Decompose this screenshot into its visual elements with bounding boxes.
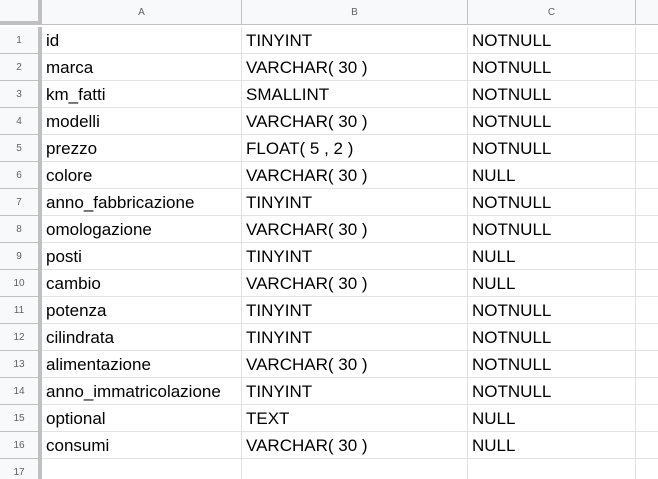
column-header-b[interactable]: B [242,0,468,25]
row-header[interactable]: 8 [0,216,42,243]
cell-filler[interactable] [636,351,658,378]
cell-column-b[interactable]: FLOAT( 5 , 2 ) [242,135,468,162]
cell-filler[interactable] [636,432,658,459]
select-all-corner[interactable] [0,0,42,25]
cell-column-c[interactable]: NULL [468,162,636,189]
row-header[interactable]: 6 [0,162,42,189]
cell-column-b[interactable]: VARCHAR( 30 ) [242,54,468,81]
row-header[interactable]: 17 [0,459,42,479]
cell-filler[interactable] [636,405,658,432]
cell-column-a[interactable]: marca [42,54,242,81]
cell-column-c[interactable]: NOTNULL [468,54,636,81]
cell-column-b[interactable]: TINYINT [242,378,468,405]
column-header-c[interactable]: C [468,0,636,25]
cell-filler[interactable] [636,27,658,54]
cell-column-b[interactable] [242,459,468,479]
cell-column-a[interactable]: posti [42,243,242,270]
cell-column-a[interactable]: anno_immatricolazione [42,378,242,405]
cell-column-a[interactable]: cilindrata [42,324,242,351]
cell-column-a[interactable]: colore [42,162,242,189]
cell-filler[interactable] [636,270,658,297]
cell-column-c[interactable]: NOTNULL [468,189,636,216]
cell-column-c[interactable]: NOTNULL [468,108,636,135]
cell-column-c[interactable]: NOTNULL [468,324,636,351]
row-header[interactable]: 15 [0,405,42,432]
cell-filler[interactable] [636,378,658,405]
cell-column-b[interactable]: TINYINT [242,297,468,324]
cell-column-b[interactable]: VARCHAR( 30 ) [242,270,468,297]
cell-column-a[interactable] [42,459,242,479]
cell-column-b[interactable]: TINYINT [242,189,468,216]
cell-column-a[interactable]: potenza [42,297,242,324]
cell-filler[interactable] [636,54,658,81]
cell-column-c[interactable]: NOTNULL [468,27,636,54]
cell-column-a[interactable]: prezzo [42,135,242,162]
cell-column-c[interactable]: NOTNULL [468,135,636,162]
cell-column-a[interactable]: id [42,27,242,54]
cell-column-a[interactable]: alimentazione [42,351,242,378]
row-header[interactable]: 5 [0,135,42,162]
cell-column-a[interactable]: omologazione [42,216,242,243]
cell-column-c[interactable] [468,459,636,479]
cell-column-c[interactable]: NULL [468,270,636,297]
cell-column-b[interactable]: VARCHAR( 30 ) [242,432,468,459]
cell-filler[interactable] [636,189,658,216]
cell-filler[interactable] [636,243,658,270]
cell-column-b[interactable]: TINYINT [242,324,468,351]
cell-column-b[interactable]: TEXT [242,405,468,432]
cell-filler[interactable] [636,135,658,162]
cell-column-b[interactable]: VARCHAR( 30 ) [242,216,468,243]
row-header[interactable]: 3 [0,81,42,108]
cell-column-b[interactable]: VARCHAR( 30 ) [242,108,468,135]
cell-column-c[interactable]: NOTNULL [468,216,636,243]
cell-column-b[interactable]: VARCHAR( 30 ) [242,351,468,378]
cell-column-c[interactable]: NOTNULL [468,81,636,108]
cell-filler[interactable] [636,162,658,189]
row-header[interactable]: 9 [0,243,42,270]
row-header[interactable]: 10 [0,270,42,297]
column-header-a[interactable]: A [42,0,242,25]
row-header[interactable]: 1 [0,27,42,54]
row-header[interactable]: 16 [0,432,42,459]
cell-filler[interactable] [636,81,658,108]
cell-column-a[interactable]: km_fatti [42,81,242,108]
row-header[interactable]: 4 [0,108,42,135]
cell-column-a[interactable]: consumi [42,432,242,459]
cell-column-b[interactable]: TINYINT [242,243,468,270]
cell-filler[interactable] [636,216,658,243]
row-header[interactable]: 13 [0,351,42,378]
cell-filler[interactable] [636,108,658,135]
cell-column-b[interactable]: SMALLINT [242,81,468,108]
cell-column-c[interactable]: NULL [468,243,636,270]
row-header[interactable]: 2 [0,54,42,81]
cell-column-c[interactable]: NOTNULL [468,297,636,324]
cell-column-a[interactable]: cambio [42,270,242,297]
cell-column-c[interactable]: NULL [468,405,636,432]
cell-column-c[interactable]: NULL [468,432,636,459]
row-header[interactable]: 7 [0,189,42,216]
cell-filler[interactable] [636,324,658,351]
cell-column-a[interactable]: optional [42,405,242,432]
cell-filler[interactable] [636,459,658,479]
cell-column-c[interactable]: NOTNULL [468,351,636,378]
cell-column-b[interactable]: VARCHAR( 30 ) [242,162,468,189]
row-header[interactable]: 12 [0,324,42,351]
row-header[interactable]: 11 [0,297,42,324]
cell-filler[interactable] [636,297,658,324]
cell-column-a[interactable]: anno_fabbricazione [42,189,242,216]
cell-column-a[interactable]: modelli [42,108,242,135]
row-header[interactable]: 14 [0,378,42,405]
cell-column-c[interactable]: NOTNULL [468,378,636,405]
cell-column-b[interactable]: TINYINT [242,27,468,54]
column-header-filler [636,0,658,25]
